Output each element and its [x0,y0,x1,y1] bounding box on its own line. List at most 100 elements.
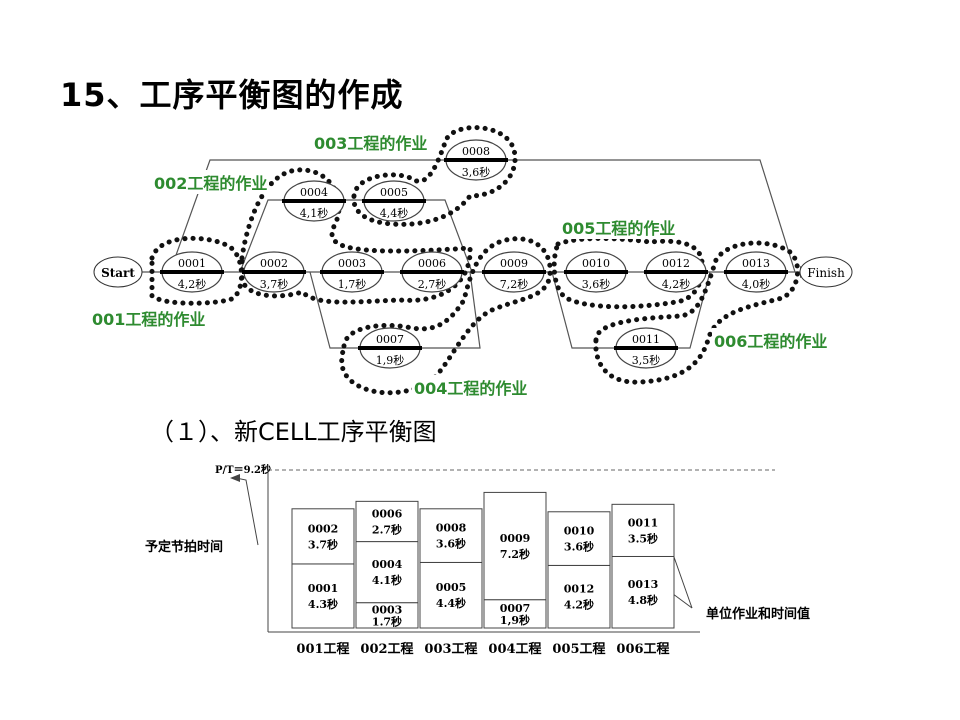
balance-column-label: 004工程 [488,642,541,657]
balance-block [355,602,419,629]
flow-node-time: 3,7秒 [260,277,289,291]
group-outline-006 [593,240,800,385]
flow-node-id: 0006 [418,257,446,270]
balance-block-time: 3.6秒 [436,537,466,551]
unit-work-label: 单位作业和时间值 [706,607,811,622]
flow-node: 0006 2,7秒 [400,251,464,293]
page-title: 15、工序平衡图的作成 [60,76,404,114]
balance-block-time: 4.2秒 [564,598,594,612]
section-subtitle: （１）、新CELL工序平衡图 [150,418,437,446]
group-label-003: 003工程的作业 [312,130,430,154]
process-flow-diagram: Start Finish 00014,2秒00023,7秒00031,7秒000… [93,125,853,396]
balance-block-id: 0007 [500,602,531,615]
balance-blocks: 00014.3秒00023.7秒001工程00031.7秒00044.1秒000… [291,491,675,657]
group-outline-003 [351,125,518,227]
balance-column-label: 001工程 [296,642,349,657]
flow-node-time: 7,2秒 [500,277,529,291]
flow-node-id: 0012 [662,257,690,270]
balance-block-time: 4.8秒 [628,593,658,607]
flow-node-time: 3,6秒 [582,277,611,291]
group-label-006: 006工程的作业 [712,328,830,352]
flow-node: 0011 3,5秒 [614,327,678,369]
planned-takt-label: 予定节拍时间 [145,540,224,555]
flow-node-id: 0008 [462,145,490,158]
group-label-005: 005工程的作业 [560,215,678,239]
balance-block-id: 0013 [628,578,659,591]
flow-node-id: 0011 [632,333,660,346]
flow-node: 0012 4,2秒 [644,251,708,293]
balance-block [291,563,355,629]
flow-node-time: 4,4秒 [380,206,409,220]
balance-block-time: 1,9秒 [500,613,530,627]
balance-block [611,555,675,629]
balance-column-label: 005工程 [552,642,605,657]
balance-block-id: 0004 [372,558,403,571]
flow-node: 0009 7,2秒 [482,251,546,293]
balance-block [419,508,483,563]
balance-block-id: 0008 [436,522,467,535]
balance-column-label: 006工程 [616,642,669,657]
group-outline-005 [551,236,705,310]
finish-node [799,256,853,288]
flow-node-time: 3,5秒 [632,353,661,367]
balance-column: 0013 4.8秒 0011 3.5秒 006工程 [611,503,675,657]
flow-node-id: 0002 [260,257,288,270]
flow-node: 0001 4,2秒 [160,251,224,293]
pitch-time-label: P/T＝9.2秒 [215,463,271,476]
flow-node-time: 1,7秒 [338,277,367,291]
flow-node: 0008 3,6秒 [444,139,508,181]
balance-block-id: 0002 [308,522,339,535]
balance-block [483,599,547,629]
balance-block [355,500,419,543]
group-label-002: 002工程的作业 [152,170,270,194]
flow-node-id: 0013 [742,257,770,270]
flow-node-id: 0009 [500,257,528,270]
balance-block-time: 1.7秒 [372,614,402,628]
balance-block-id: 0010 [564,525,595,538]
balance-column-label: 003工程 [424,642,477,657]
balance-block-id: 0009 [500,532,531,545]
balance-block [291,508,355,565]
flow-node-id: 0007 [376,333,404,346]
flow-node-time: 3,6秒 [462,165,491,179]
callout-arrowhead [230,474,240,482]
balance-block-time: 4.3秒 [308,597,338,611]
flow-node-time: 2,7秒 [418,277,447,291]
finish-label: Finish [807,266,845,280]
balance-block [483,491,547,601]
balance-block-time: 4.1秒 [372,573,402,587]
balance-block-time: 4.4秒 [436,596,466,610]
flow-node: 0005 4,4秒 [362,180,426,222]
group-outline-004 [339,236,553,396]
group-label-004: 004工程的作业 [412,375,530,399]
start-label: Start [101,266,135,280]
group-outline-002 [239,167,473,305]
balance-block [355,541,419,604]
balance-block-id: 0006 [372,507,403,520]
balance-block [547,511,611,566]
flow-node: 0013 4,0秒 [724,251,788,293]
flow-node: 0002 3,7秒 [242,251,306,293]
flow-node-time: 4,0秒 [742,277,771,291]
flow-node-time: 1,9秒 [376,353,405,367]
balance-column: 0005 4.4秒 0008 3.6秒 003工程 [419,508,483,657]
balance-block-id: 0011 [628,516,659,529]
balance-block-id: 0003 [372,603,403,616]
flow-node-id: 0001 [178,257,206,270]
balance-block-time: 7.2秒 [500,547,530,561]
flow-node-id: 0005 [380,186,408,199]
flow-node-time: 4,2秒 [662,277,691,291]
balance-block-id: 0005 [436,581,467,594]
balance-column-label: 002工程 [360,642,413,657]
balance-block-time: 3.5秒 [628,531,658,545]
flow-node-time: 4,2秒 [178,277,207,291]
group-label-001: 001工程的作业 [90,306,208,330]
